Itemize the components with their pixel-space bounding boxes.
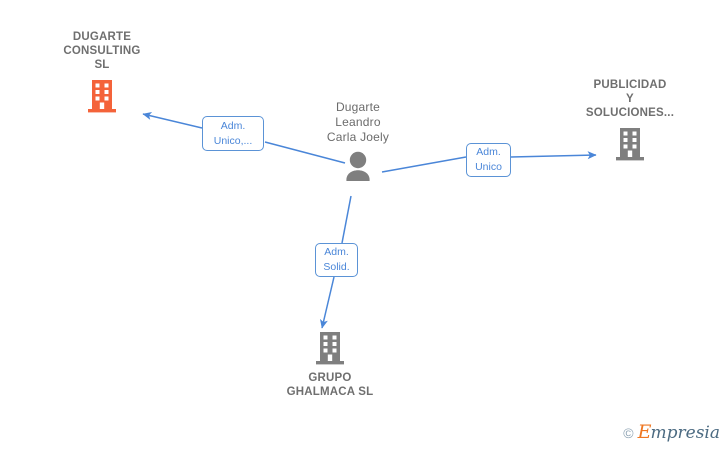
brand-initial: E (637, 421, 652, 443)
node-label-dugarte-consulting-sl: DUGARTE CONSULTING SL (63, 31, 141, 71)
empresia-watermark: © E mpresia (623, 423, 720, 442)
node-publicidad-y-soluciones[interactable]: PUBLICIDAD Y SOLUCIONES... (565, 78, 695, 162)
node-label-person: Dugarte Leandro Carla Joely (326, 100, 390, 144)
copyright-icon: © (623, 424, 634, 441)
node-label-publicidad-y-soluciones: PUBLICIDAD Y SOLUCIONES... (585, 79, 675, 119)
edge-label-adm-unico-publicidad[interactable]: Adm. Unico (466, 143, 511, 177)
building-icon (615, 126, 645, 162)
building-icon (315, 330, 345, 366)
node-dugarte-consulting-sl[interactable]: DUGARTE CONSULTING SL (42, 30, 162, 114)
edge-label-adm-unico-consulting[interactable]: Adm. Unico,... (202, 116, 264, 151)
edge-segment-left-arrow (142, 111, 203, 129)
person-icon (341, 150, 375, 182)
node-person-dugarte-leandro-carla-joely[interactable]: Dugarte Leandro Carla Joely (300, 100, 416, 182)
brand-name: mpresia (650, 423, 721, 443)
edge-segment-bottom-arrow (319, 276, 335, 329)
edge-label-adm-solid-ghalmaca[interactable]: Adm. Solid. (315, 243, 358, 277)
building-icon (87, 78, 117, 114)
node-label-grupo-ghalmaca-sl: GRUPO GHALMACA SL (286, 372, 374, 398)
edge-segment-top (341, 195, 352, 244)
node-grupo-ghalmaca-sl[interactable]: GRUPO GHALMACA SL (265, 330, 395, 399)
